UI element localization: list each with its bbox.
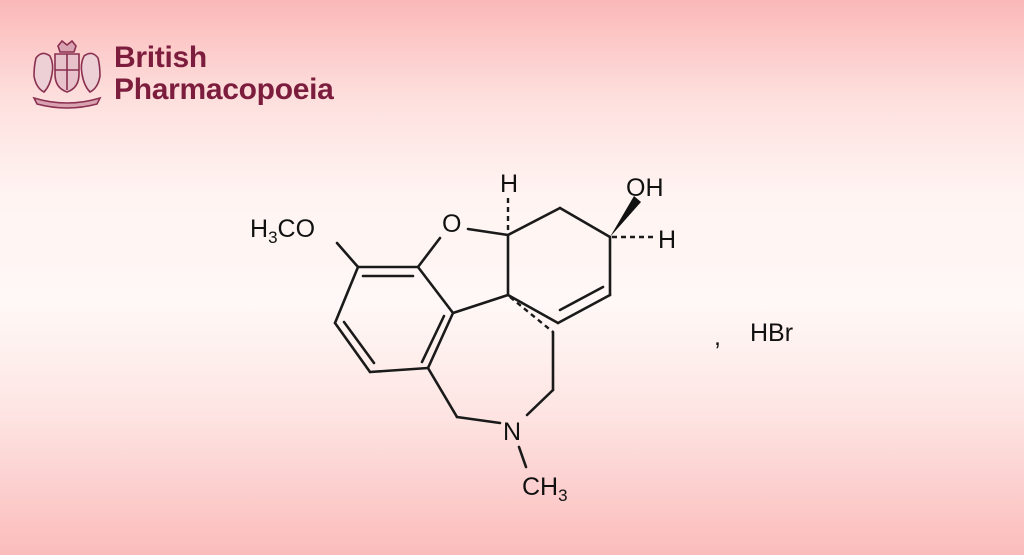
- bond: [333, 265, 360, 325]
- bond: [416, 265, 455, 315]
- hashed-bond: [509, 296, 554, 333]
- bond: [333, 321, 372, 374]
- salt-label: HBr: [750, 319, 793, 347]
- bond: [426, 366, 459, 419]
- bond: [335, 241, 360, 269]
- bond: [451, 293, 510, 315]
- logo-line-1: British: [114, 41, 207, 74]
- bond: [455, 415, 502, 425]
- coat-of-arms-icon: [32, 39, 102, 109]
- british-pharmacopoeia-logo: British Pharmacopoeia: [28, 38, 334, 110]
- hydroxyl-label: OH: [626, 174, 664, 202]
- n-methyl-label: CH3: [522, 473, 568, 505]
- bond: [506, 206, 562, 237]
- bond: [506, 293, 560, 325]
- bonds: [333, 196, 656, 469]
- bond-inner: [342, 320, 376, 365]
- bond: [416, 236, 442, 269]
- ring-oxygen-label: O: [442, 210, 461, 238]
- bond: [466, 227, 510, 237]
- bond: [558, 206, 612, 239]
- methoxy-label: H3CO: [250, 215, 315, 247]
- nitrogen-label: N: [503, 418, 521, 446]
- bond: [426, 311, 455, 370]
- logo-line-2: Pharmacopoeia: [114, 73, 334, 106]
- wedge-bond: [610, 196, 641, 237]
- bond: [368, 366, 430, 374]
- bond: [556, 293, 612, 325]
- h-right-label: H: [658, 226, 676, 254]
- bond-inner: [420, 314, 446, 364]
- bond: [517, 445, 528, 469]
- bond: [525, 388, 555, 417]
- h-top-label: H: [500, 170, 518, 198]
- separator-comma: ,: [714, 323, 721, 351]
- bond-inner: [558, 285, 605, 312]
